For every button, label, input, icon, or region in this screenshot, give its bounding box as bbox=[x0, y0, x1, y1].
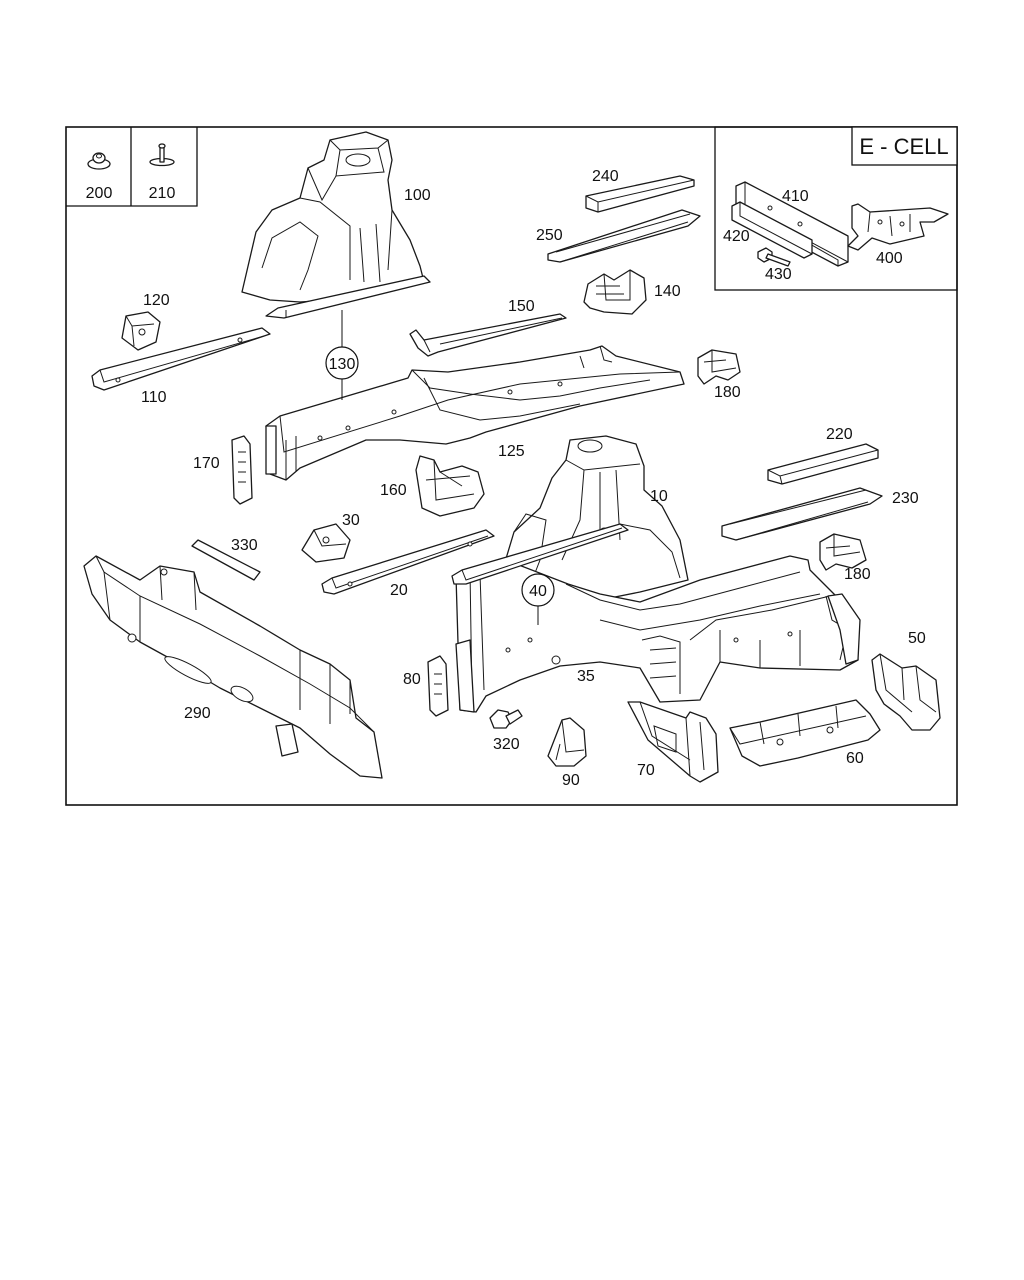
label-290: 290 bbox=[184, 705, 211, 722]
label-40: 40 bbox=[529, 583, 547, 600]
e-cell-title: E - CELL bbox=[859, 134, 948, 159]
label-140: 140 bbox=[654, 283, 681, 300]
panel-part-60 bbox=[729, 699, 881, 767]
label-70: 70 bbox=[637, 762, 655, 779]
label-240: 240 bbox=[592, 168, 619, 185]
bracket-part-180-lower bbox=[819, 533, 867, 571]
label-50: 50 bbox=[908, 630, 926, 647]
plate-part-170 bbox=[231, 435, 253, 505]
label-410: 410 bbox=[782, 188, 809, 205]
label-110: 110 bbox=[141, 389, 167, 406]
label-130: 130 bbox=[329, 356, 356, 373]
label-320: 320 bbox=[493, 736, 520, 753]
reinforcement-part-250 bbox=[547, 209, 701, 263]
label-220: 220 bbox=[826, 426, 853, 443]
label-430: 430 bbox=[765, 266, 792, 283]
bolt-part-320 bbox=[489, 709, 523, 729]
bracket-part-120 bbox=[121, 311, 161, 351]
label-420: 420 bbox=[723, 228, 750, 245]
label-160: 160 bbox=[380, 482, 407, 499]
bracket-part-400 bbox=[847, 203, 949, 251]
label-400: 400 bbox=[876, 250, 903, 267]
bracket-part-50 bbox=[871, 653, 941, 731]
strip-part-330 bbox=[191, 539, 261, 581]
label-170: 170 bbox=[193, 455, 220, 472]
rail-part-40-upper bbox=[451, 523, 629, 585]
label-100: 100 bbox=[404, 187, 431, 204]
bumper-beam-part-290 bbox=[83, 555, 383, 779]
label-200: 200 bbox=[86, 185, 113, 202]
panel-part-150 bbox=[409, 313, 567, 357]
label-60: 60 bbox=[846, 750, 864, 767]
grommet-icon bbox=[87, 152, 111, 170]
e-cell-inset: E - CELL bbox=[714, 126, 958, 291]
bolt-part-430 bbox=[757, 247, 791, 267]
label-210: 210 bbox=[149, 185, 176, 202]
label-80: 80 bbox=[403, 671, 421, 688]
plate-part-80 bbox=[427, 655, 449, 717]
bracket-part-160 bbox=[415, 455, 485, 517]
callout-circle-130 bbox=[325, 346, 359, 380]
reinforcement-part-220 bbox=[767, 443, 879, 485]
bolt-icon bbox=[149, 143, 175, 167]
label-330: 330 bbox=[231, 537, 258, 554]
callout-circle-40 bbox=[521, 573, 555, 607]
label-20: 20 bbox=[390, 582, 408, 599]
label-35: 35 bbox=[577, 668, 595, 685]
label-125: 125 bbox=[498, 443, 525, 460]
rail-part-110 bbox=[91, 327, 271, 391]
bracket-part-420 bbox=[731, 201, 813, 259]
bracket-part-90 bbox=[547, 717, 587, 767]
label-10: 10 bbox=[650, 488, 668, 505]
reinforcement-part-230 bbox=[721, 487, 883, 541]
label-180-upper: 180 bbox=[714, 384, 741, 401]
bracket-part-140 bbox=[583, 269, 647, 315]
label-250: 250 bbox=[536, 227, 563, 244]
part-labels: 200 210 100 120 110 130 240 250 140 150 … bbox=[86, 168, 926, 789]
label-30: 30 bbox=[342, 512, 360, 529]
bracket-part-180-upper bbox=[697, 349, 741, 385]
bracket-part-30 bbox=[301, 523, 351, 563]
rail-part-20 bbox=[321, 529, 495, 595]
bracket-part-70 bbox=[627, 701, 719, 783]
label-180-lower: 180 bbox=[844, 566, 871, 583]
reinforcement-part-240 bbox=[585, 175, 695, 213]
rail-assembly-part-40 bbox=[455, 555, 861, 713]
small-parts-box bbox=[66, 127, 198, 207]
label-230: 230 bbox=[892, 490, 919, 507]
rail-assembly-part-130 bbox=[265, 345, 685, 481]
label-150: 150 bbox=[508, 298, 535, 315]
wheelhouse-part-100 bbox=[241, 131, 431, 319]
label-120: 120 bbox=[143, 292, 170, 309]
diagram-frame bbox=[65, 126, 958, 806]
label-90: 90 bbox=[562, 772, 580, 789]
